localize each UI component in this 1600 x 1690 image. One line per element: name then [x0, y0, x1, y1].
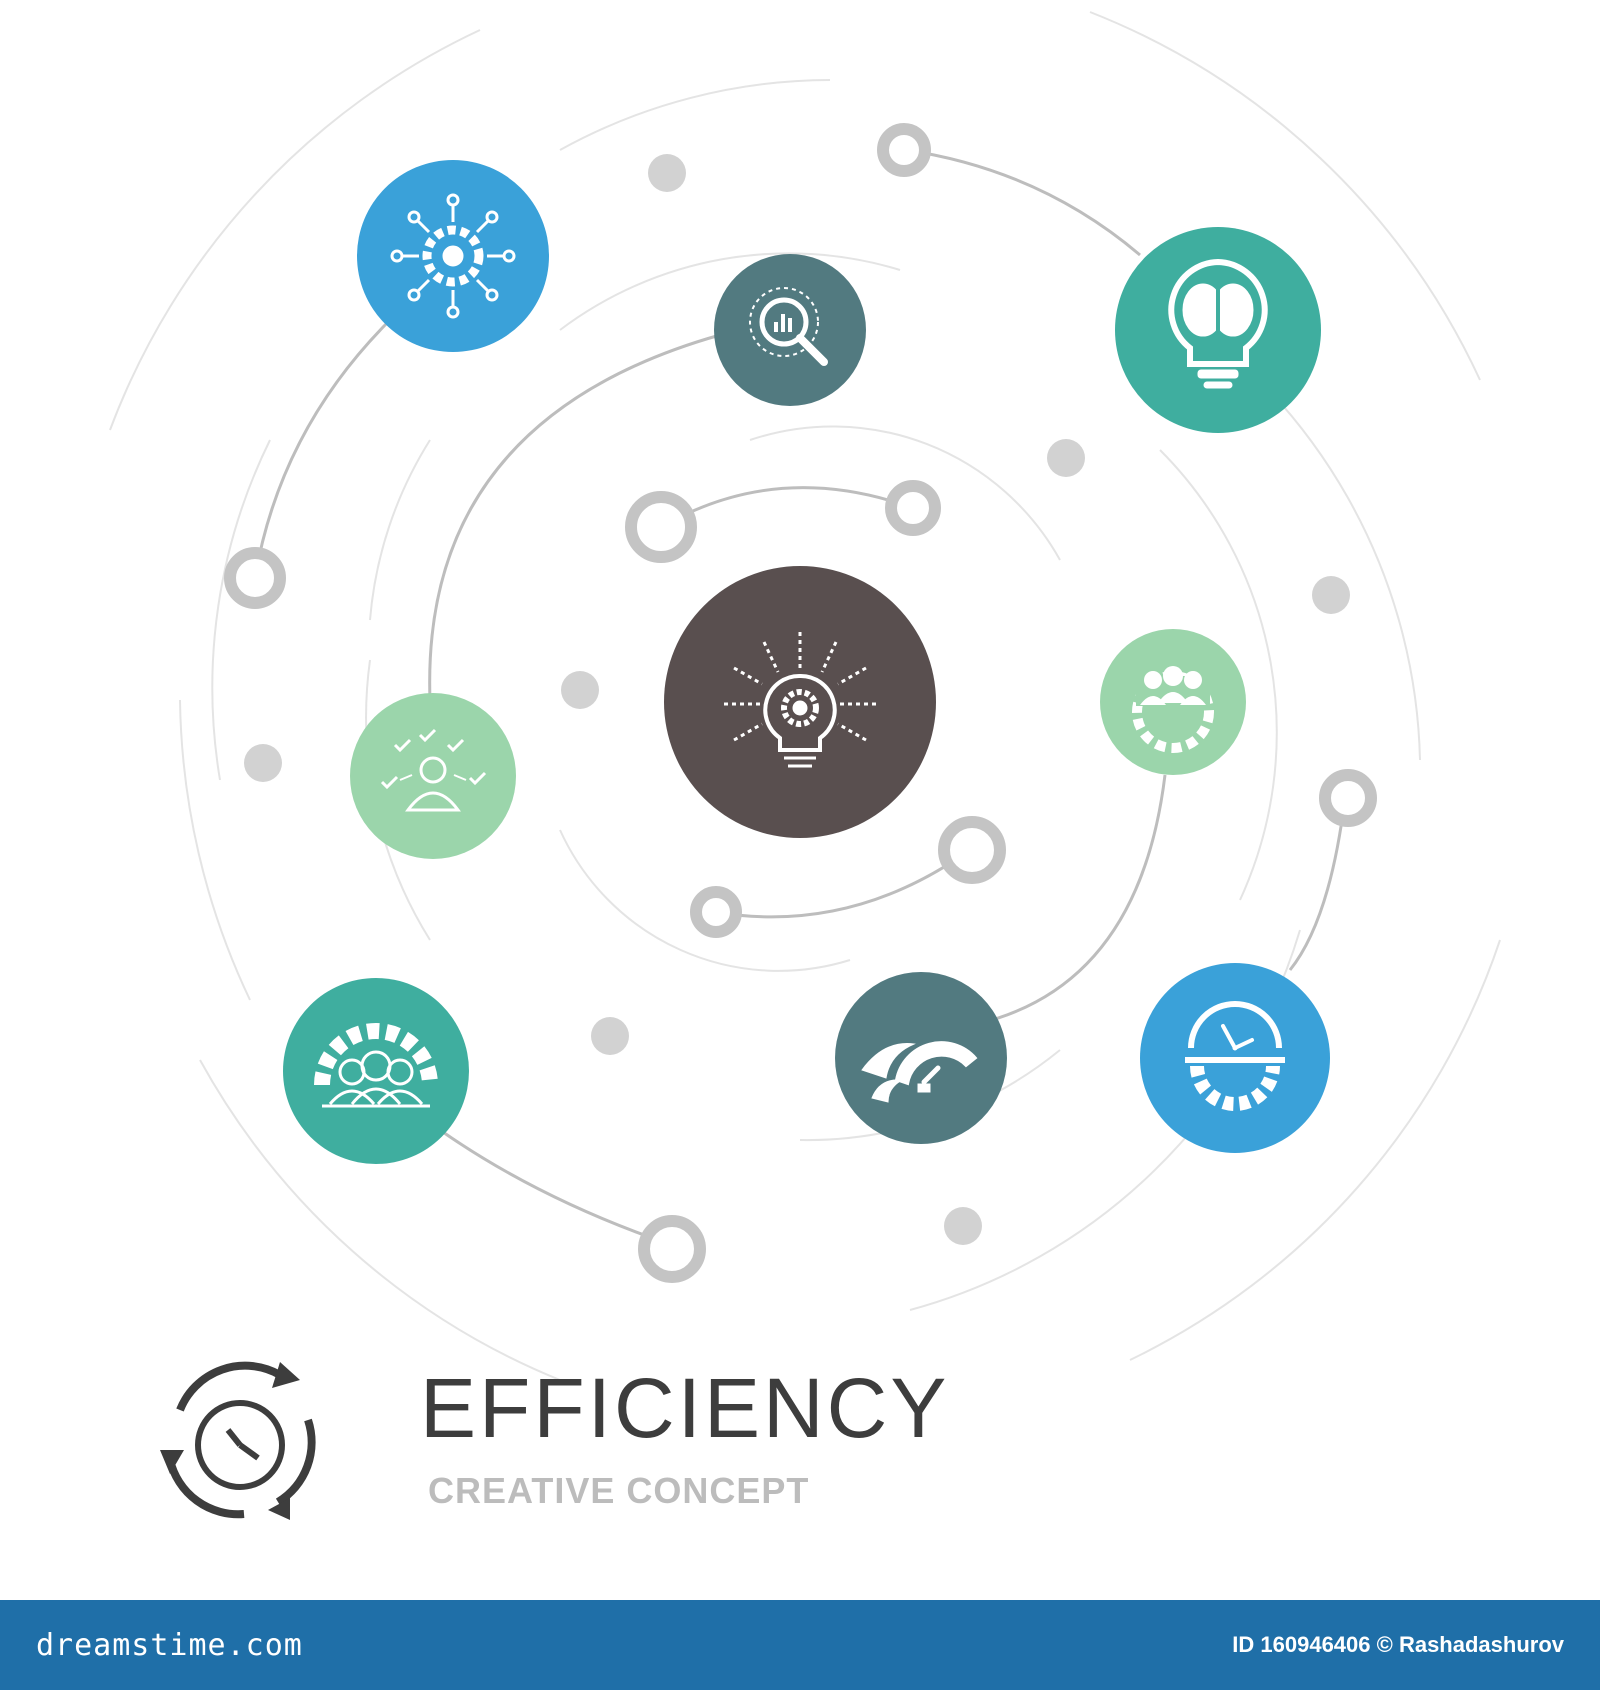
brain-bulb-icon [1168, 258, 1268, 389]
ring [625, 491, 697, 563]
team-cog-icon [314, 1023, 438, 1108]
gear-network-icon [390, 193, 516, 319]
ring [938, 816, 1006, 884]
magnifier-chart-icon [749, 287, 828, 366]
ring [1319, 769, 1377, 827]
title-block: EFFICIENCY CREATIVE CONCEPT [150, 1340, 1050, 1560]
footer-bar: dreamstime.com ID 160946406 © Rashadashu… [0, 1600, 1600, 1690]
speedometer-icon [861, 1041, 978, 1103]
dot [591, 1017, 629, 1055]
dot [648, 154, 686, 192]
ring-markers [224, 123, 1377, 1283]
dot [944, 1207, 982, 1245]
page-subtitle: CREATIVE CONCEPT [428, 1470, 810, 1511]
ring [638, 1215, 706, 1283]
clock-gear-icon [1185, 1001, 1285, 1111]
team-node [283, 978, 469, 1164]
checklist-node [350, 693, 516, 859]
connector-lines [253, 148, 1347, 1247]
dot [561, 671, 599, 709]
team-gear-icon [1132, 666, 1214, 753]
page-title: EFFICIENCY [420, 1361, 950, 1455]
decor-dots [244, 154, 1350, 1245]
ring [690, 886, 742, 938]
concept-diagram [109, 11, 1501, 1381]
lightbulb-gear-icon [724, 632, 876, 768]
ring [224, 547, 286, 609]
footer-credit: ID 160946406 © Rashadashurov [1232, 1632, 1564, 1657]
person-checklist-icon [380, 728, 487, 812]
dot [244, 744, 282, 782]
ring [877, 123, 931, 177]
clock-cycle-icon [160, 1361, 316, 1520]
dot [1312, 576, 1350, 614]
ring [885, 480, 941, 536]
footer-brand[interactable]: dreamstime.com [36, 1627, 303, 1663]
dot [1047, 439, 1085, 477]
